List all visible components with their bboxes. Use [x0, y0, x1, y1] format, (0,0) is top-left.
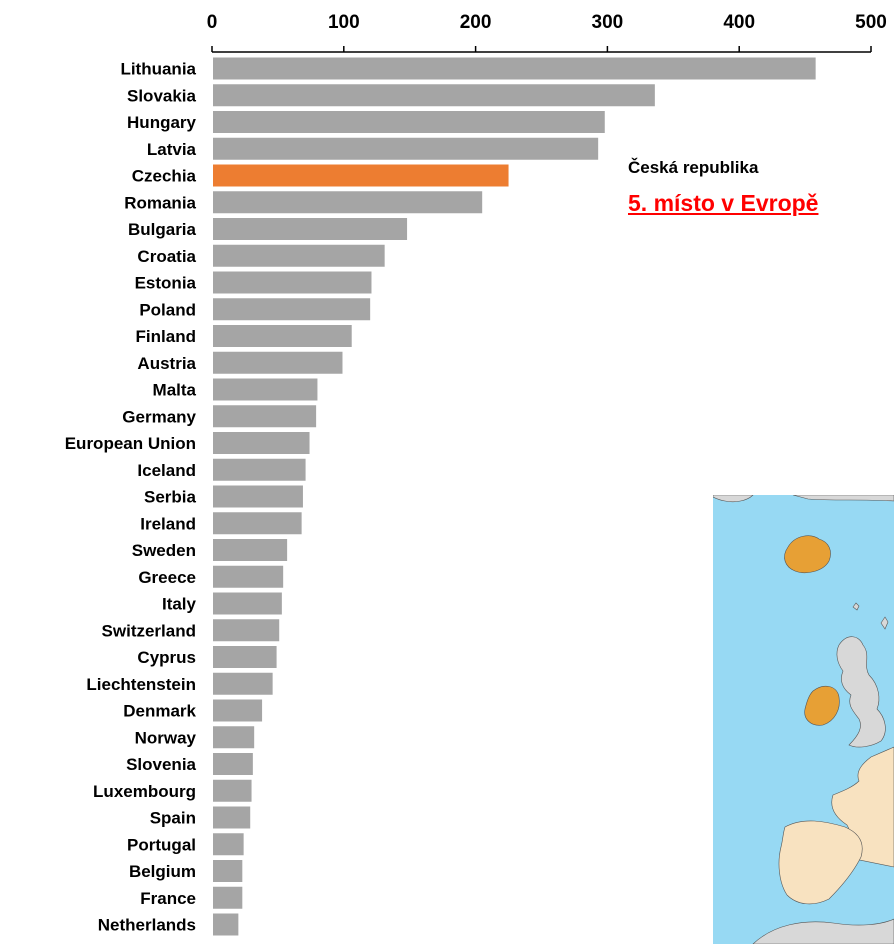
shetland-shape [880, 616, 889, 630]
category-label: Germany [122, 407, 196, 426]
bar [213, 137, 599, 160]
category-label: Cyprus [137, 648, 196, 667]
category-label: Slovakia [127, 86, 197, 105]
category-label: European Union [65, 434, 196, 453]
category-label: Belgium [129, 862, 196, 881]
category-label: Slovenia [126, 755, 196, 774]
bar [213, 833, 244, 856]
bar [213, 378, 318, 401]
category-label: France [140, 889, 196, 908]
greenland-shape [713, 495, 754, 503]
x-tick-label: 300 [592, 12, 624, 33]
faroe-shape [852, 602, 860, 611]
bar [213, 913, 239, 936]
category-label: Norway [135, 728, 197, 747]
category-label: Italy [162, 595, 197, 614]
bar [213, 699, 263, 722]
x-tick-label: 500 [855, 12, 887, 33]
bar [213, 646, 277, 668]
bar [213, 779, 252, 802]
bar [213, 325, 352, 347]
category-label: Czechia [132, 167, 197, 186]
north-africa-shape [752, 918, 894, 944]
x-tick-label: 200 [460, 12, 492, 33]
bar [213, 806, 251, 829]
category-label: Portugal [127, 835, 196, 854]
country-subtitle: Česká republika [628, 158, 759, 177]
bar [213, 672, 273, 695]
category-label: Luxembourg [93, 782, 196, 801]
bar [213, 565, 284, 588]
category-label: Netherlands [98, 916, 196, 935]
bar [213, 726, 255, 749]
category-label: Romania [124, 193, 196, 212]
bar [213, 592, 282, 615]
bar [213, 753, 253, 775]
bar [213, 512, 302, 535]
bar [213, 860, 243, 882]
great-britain-shape [836, 636, 886, 748]
category-label: Malta [153, 381, 197, 400]
category-labels: LithuaniaSlovakiaHungaryLatviaCzechiaRom… [65, 60, 197, 935]
bar [213, 405, 317, 428]
category-label: Croatia [137, 247, 196, 266]
bar [213, 164, 509, 187]
category-label: Latvia [147, 140, 197, 159]
bar [213, 271, 372, 294]
category-label: Poland [139, 300, 196, 319]
category-label: Lithuania [120, 60, 196, 79]
category-label: Greece [138, 568, 196, 587]
category-label: Austria [137, 354, 196, 373]
category-label: Bulgaria [128, 220, 197, 239]
europe-map [713, 495, 894, 944]
bar [213, 351, 343, 374]
ireland-shape [804, 685, 840, 726]
category-label: Spain [150, 809, 196, 828]
rank-callout: 5. místo v Evropě [628, 190, 819, 216]
category-label: Estonia [135, 274, 197, 293]
bar [213, 218, 408, 240]
bar [213, 57, 816, 80]
category-label: Sweden [132, 541, 196, 560]
bar [213, 84, 655, 107]
iceland-shape [784, 535, 831, 573]
bar [213, 298, 371, 321]
category-label: Hungary [127, 113, 197, 132]
bar [213, 111, 605, 133]
category-label: Finland [136, 327, 196, 346]
x-tick-label: 0 [207, 12, 218, 33]
bar [213, 191, 483, 214]
bar [213, 886, 243, 909]
bar [213, 432, 310, 454]
x-axis: 0 100 200 300 400 500 [207, 12, 887, 53]
category-label: Denmark [123, 702, 196, 721]
category-label: Switzerland [102, 621, 196, 640]
bar [213, 485, 303, 508]
bar [213, 619, 280, 642]
iberia-shape [778, 820, 863, 905]
bar [213, 458, 306, 481]
x-tick-label: 400 [723, 12, 755, 33]
category-label: Iceland [137, 461, 196, 480]
x-tick-label: 100 [328, 12, 360, 33]
bars [213, 57, 816, 936]
category-label: Serbia [144, 488, 197, 507]
category-label: Liechtenstein [86, 675, 196, 694]
bar [213, 539, 288, 561]
bar [213, 244, 385, 267]
category-label: Ireland [140, 514, 196, 533]
